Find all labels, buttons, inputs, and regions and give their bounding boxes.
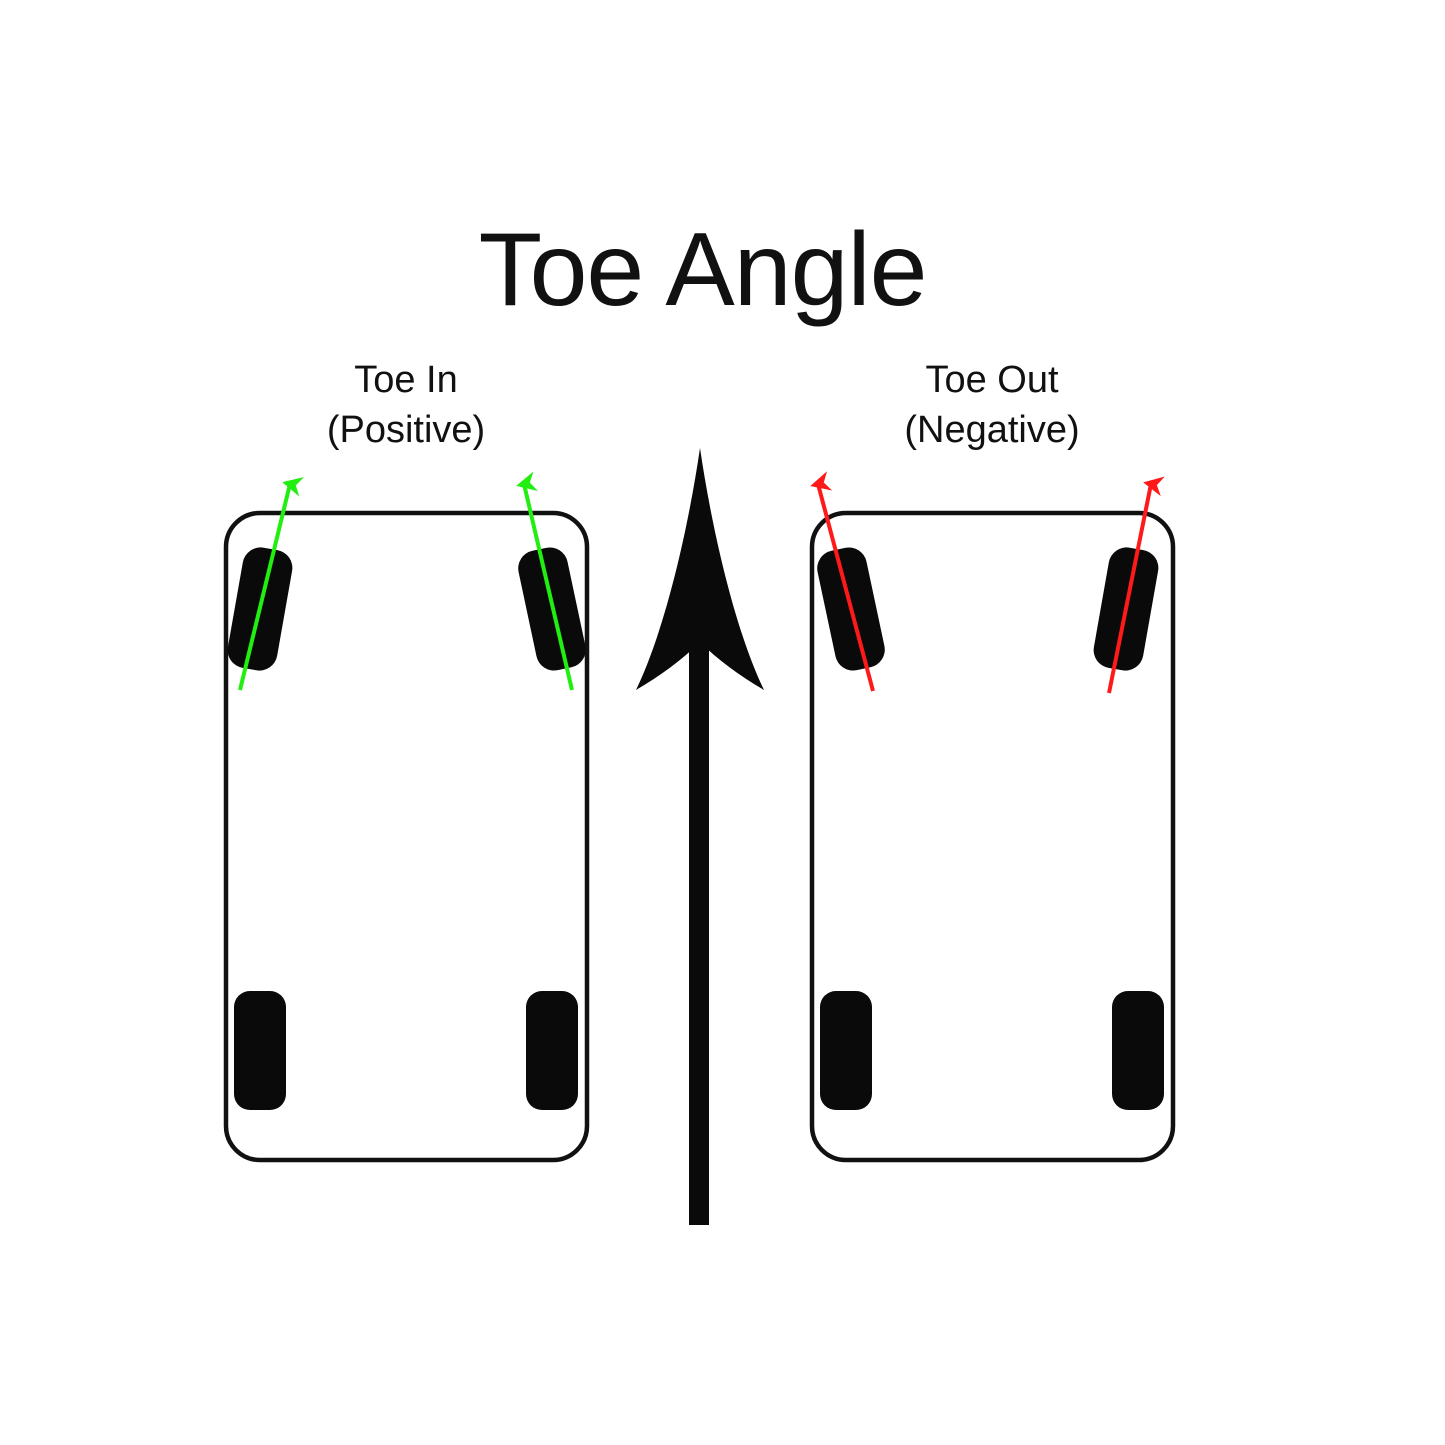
front-right-toe-arrow [516,471,574,691]
toe-out-sublabel: (Negative) [904,409,1080,451]
front-left-toe-arrow [810,471,875,692]
rear-right-tire [1112,991,1164,1110]
toe-in-car [223,471,590,1163]
rear-left-tire [234,991,286,1110]
rear-left-tire [820,991,872,1110]
toe-in-label: Toe In [354,359,458,401]
front-left-toe-arrow [238,477,305,691]
direction-of-travel-arrow [636,448,764,1225]
arrow-shaft [689,640,709,1225]
toe-out-label: Toe Out [925,359,1059,401]
rear-right-tire [526,991,578,1110]
toe-in-sublabel: (Positive) [326,409,486,451]
arrow-head [636,448,764,690]
toe-in-caption: Toe In (Positive) [226,355,586,455]
toe-out-caption: Toe Out (Negative) [812,355,1172,455]
diagram-title: Toe Angle [478,212,928,328]
front-right-toe-arrow [1107,476,1165,694]
car-body-outline [809,510,1176,1163]
toe-out-car [809,471,1176,1163]
car-body-outline [223,510,590,1163]
